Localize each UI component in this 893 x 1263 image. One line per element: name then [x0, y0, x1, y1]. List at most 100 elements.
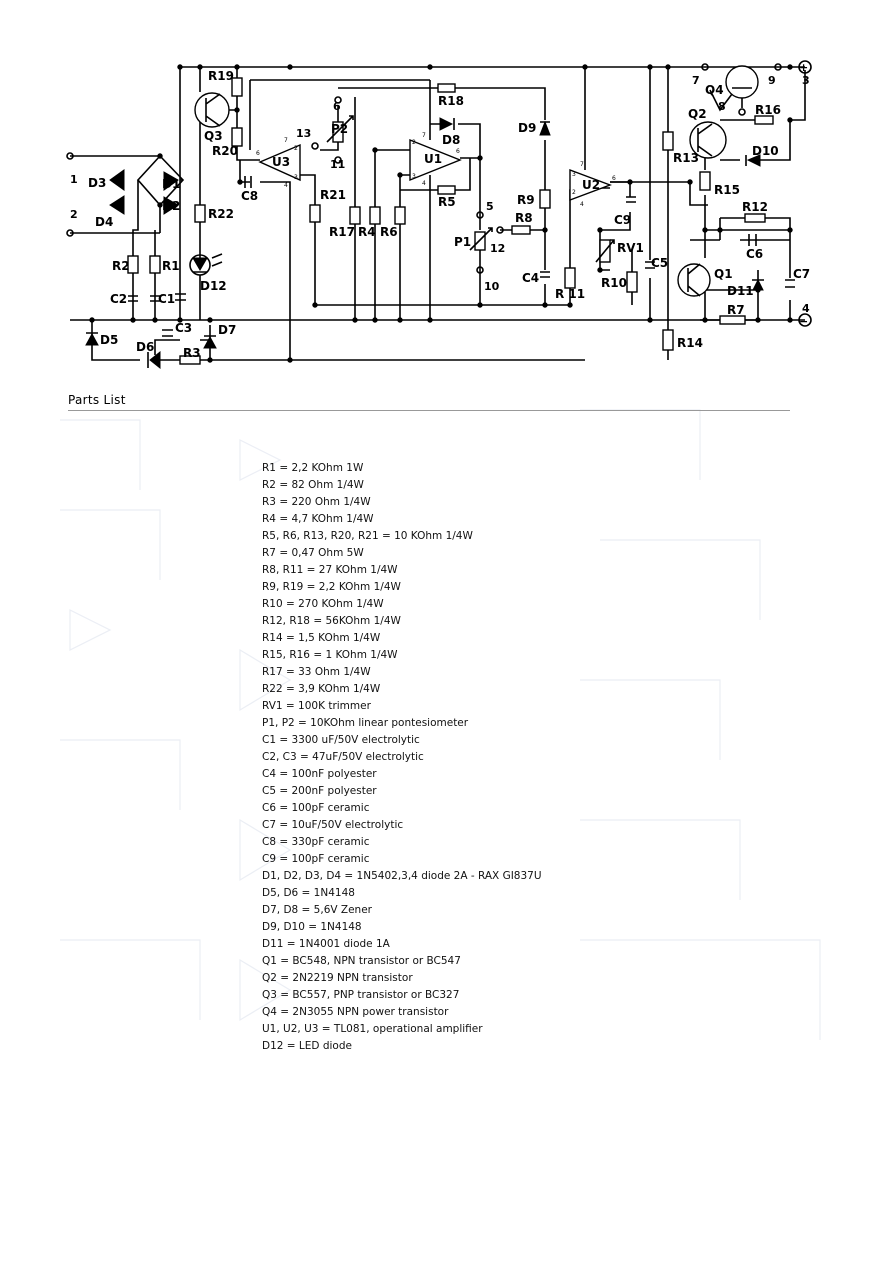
- parts-list-item: D7, D8 = 5,6V Zener: [262, 904, 372, 916]
- label-d10: D10: [752, 144, 779, 158]
- parts-list-item: R22 = 3,9 KOhm 1/4W: [262, 683, 381, 695]
- label-q1: Q1: [714, 267, 733, 281]
- label-r1: R1: [162, 259, 180, 273]
- label-r19: R19: [208, 69, 234, 83]
- svg-text:4: 4: [422, 180, 426, 187]
- circuit-schematic: 237 46 327 46 237 46: [66, 60, 812, 370]
- parts-list-item: R12, R18 = 56KOhm 1/4W: [262, 615, 401, 627]
- label-r3: R3: [183, 346, 201, 360]
- label-r10: R10: [601, 276, 627, 290]
- terminal-12: 12: [490, 242, 505, 255]
- parts-list-item: R7 = 0,47 Ohm 5W: [262, 547, 364, 559]
- parts-list-item: Q2 = 2N2219 NPN transistor: [262, 972, 413, 984]
- label-r18: R18: [438, 94, 464, 108]
- parts-list-item: D12 = LED diode: [262, 1040, 352, 1052]
- parts-list-item: R17 = 33 Ohm 1/4W: [262, 666, 371, 678]
- parts-list-item: R1 = 2,2 KOhm 1W: [262, 462, 364, 474]
- label-u3: U3: [272, 155, 290, 169]
- parts-list-item: Q1 = BC548, NPN transistor or BC547: [262, 955, 461, 967]
- terminal-3: 3: [802, 74, 810, 87]
- parts-list-divider: [68, 410, 790, 411]
- label-r5: R5: [438, 195, 456, 209]
- parts-list-item: D9, D10 = 1N4148: [262, 921, 362, 933]
- label-c8: C8: [241, 189, 258, 203]
- label-c3: C3: [175, 321, 192, 335]
- label-r12: R12: [742, 200, 768, 214]
- parts-list-item: C9 = 100pF ceramic: [262, 853, 370, 865]
- terminal-11: 11: [330, 158, 345, 171]
- label-d5: D5: [100, 333, 118, 347]
- parts-list-item: C2, C3 = 47uF/50V electrolytic: [262, 751, 424, 763]
- parts-list-item: P1, P2 = 10KOhm linear pontesiometer: [262, 717, 469, 729]
- label-c9: C9: [614, 213, 631, 227]
- parts-list-title: Parts List: [68, 393, 126, 407]
- parts-list-item: Q3 = BC557, PNP transistor or BC327: [262, 989, 460, 1001]
- label-r11: R 11: [555, 287, 585, 301]
- svg-text:6: 6: [456, 148, 460, 155]
- label-r9: R9: [517, 193, 535, 207]
- parts-list-item: R8, R11 = 27 KOhm 1/4W: [262, 564, 398, 576]
- label-r2: R2: [112, 259, 130, 273]
- label-c5: C5: [651, 256, 668, 270]
- svg-text:7: 7: [422, 132, 426, 139]
- label-u1: U1: [424, 152, 442, 166]
- label-q4: Q4: [705, 83, 724, 97]
- terminal-4: 4: [802, 302, 810, 315]
- parts-list-item: U1, U2, U3 = TL081, operational amplifie…: [262, 1023, 483, 1035]
- label-c2: C2: [110, 292, 127, 306]
- label-r8: R8: [515, 211, 533, 225]
- label-q2: Q2: [688, 107, 707, 121]
- terminal-2: 2: [70, 208, 78, 221]
- terminal-1: 1: [70, 173, 78, 186]
- parts-list: R1 = 2,2 KOhm 1W R2 = 82 Ohm 1/4W R3 = 220…: [262, 460, 542, 1055]
- label-r7: R7: [727, 303, 745, 317]
- label-d6: D6: [136, 340, 154, 354]
- label-r13: R13: [673, 151, 699, 165]
- label-r14: R14: [677, 336, 703, 350]
- plus-terminal-sign: +: [799, 61, 808, 74]
- label-d12: D12: [200, 279, 227, 293]
- svg-text:2: 2: [572, 189, 576, 196]
- label-p1: P1: [454, 235, 471, 249]
- label-c7: C7: [793, 267, 810, 281]
- label-d11: D11: [727, 284, 754, 298]
- svg-text:4: 4: [580, 201, 584, 208]
- terminal-13: 13: [296, 127, 311, 140]
- parts-list-item: D5, D6 = 1N4148: [262, 887, 355, 899]
- label-d8: D8: [442, 133, 460, 147]
- label-rv1: RV1: [617, 241, 644, 255]
- parts-list-item: C6 = 100pF ceramic: [262, 802, 370, 814]
- label-q3: Q3: [204, 129, 223, 143]
- label-d9: D9: [518, 121, 536, 135]
- label-r15: R15: [714, 183, 740, 197]
- label-d4: D4: [95, 215, 113, 229]
- svg-text:3: 3: [572, 171, 576, 178]
- label-c1: C1: [158, 292, 175, 306]
- label-r17: R17: [329, 225, 355, 239]
- parts-list-item: C8 = 330pF ceramic: [262, 836, 370, 848]
- parts-list-item: C1 = 3300 uF/50V electrolytic: [262, 734, 420, 746]
- parts-list-item: R14 = 1,5 KOhm 1/4W: [262, 632, 381, 644]
- terminal-8: 8: [718, 100, 726, 113]
- svg-text:6: 6: [256, 150, 260, 157]
- parts-list-item: Q4 = 2N3055 NPN power transistor: [262, 1006, 449, 1018]
- svg-text:7: 7: [284, 137, 288, 144]
- svg-text:3: 3: [294, 174, 298, 181]
- parts-list-item: R9, R19 = 2,2 KOhm 1/4W: [262, 581, 401, 593]
- parts-list-item: R3 = 220 Ohm 1/4W: [262, 496, 371, 508]
- terminal-5: 5: [486, 200, 494, 213]
- parts-list-item: C4 = 100nF polyester: [262, 768, 377, 780]
- label-r20: R20: [212, 144, 238, 158]
- svg-text:7: 7: [580, 161, 584, 168]
- parts-list-item: R15, R16 = 1 KOhm 1/4W: [262, 649, 398, 661]
- parts-list-item: C7 = 10uF/50V electrolytic: [262, 819, 404, 831]
- svg-text:3: 3: [412, 173, 416, 180]
- label-r4: R4: [358, 225, 376, 239]
- label-d1: D1: [162, 177, 180, 191]
- label-p2: P2: [331, 122, 348, 136]
- label-d2: D2: [162, 199, 180, 213]
- parts-list-item: R2 = 82 Ohm 1/4W: [262, 479, 364, 491]
- terminal-7: 7: [692, 74, 700, 87]
- parts-list-item: R10 = 270 KOhm 1/4W: [262, 598, 384, 610]
- parts-list-item: R4 = 4,7 KOhm 1/4W: [262, 513, 374, 525]
